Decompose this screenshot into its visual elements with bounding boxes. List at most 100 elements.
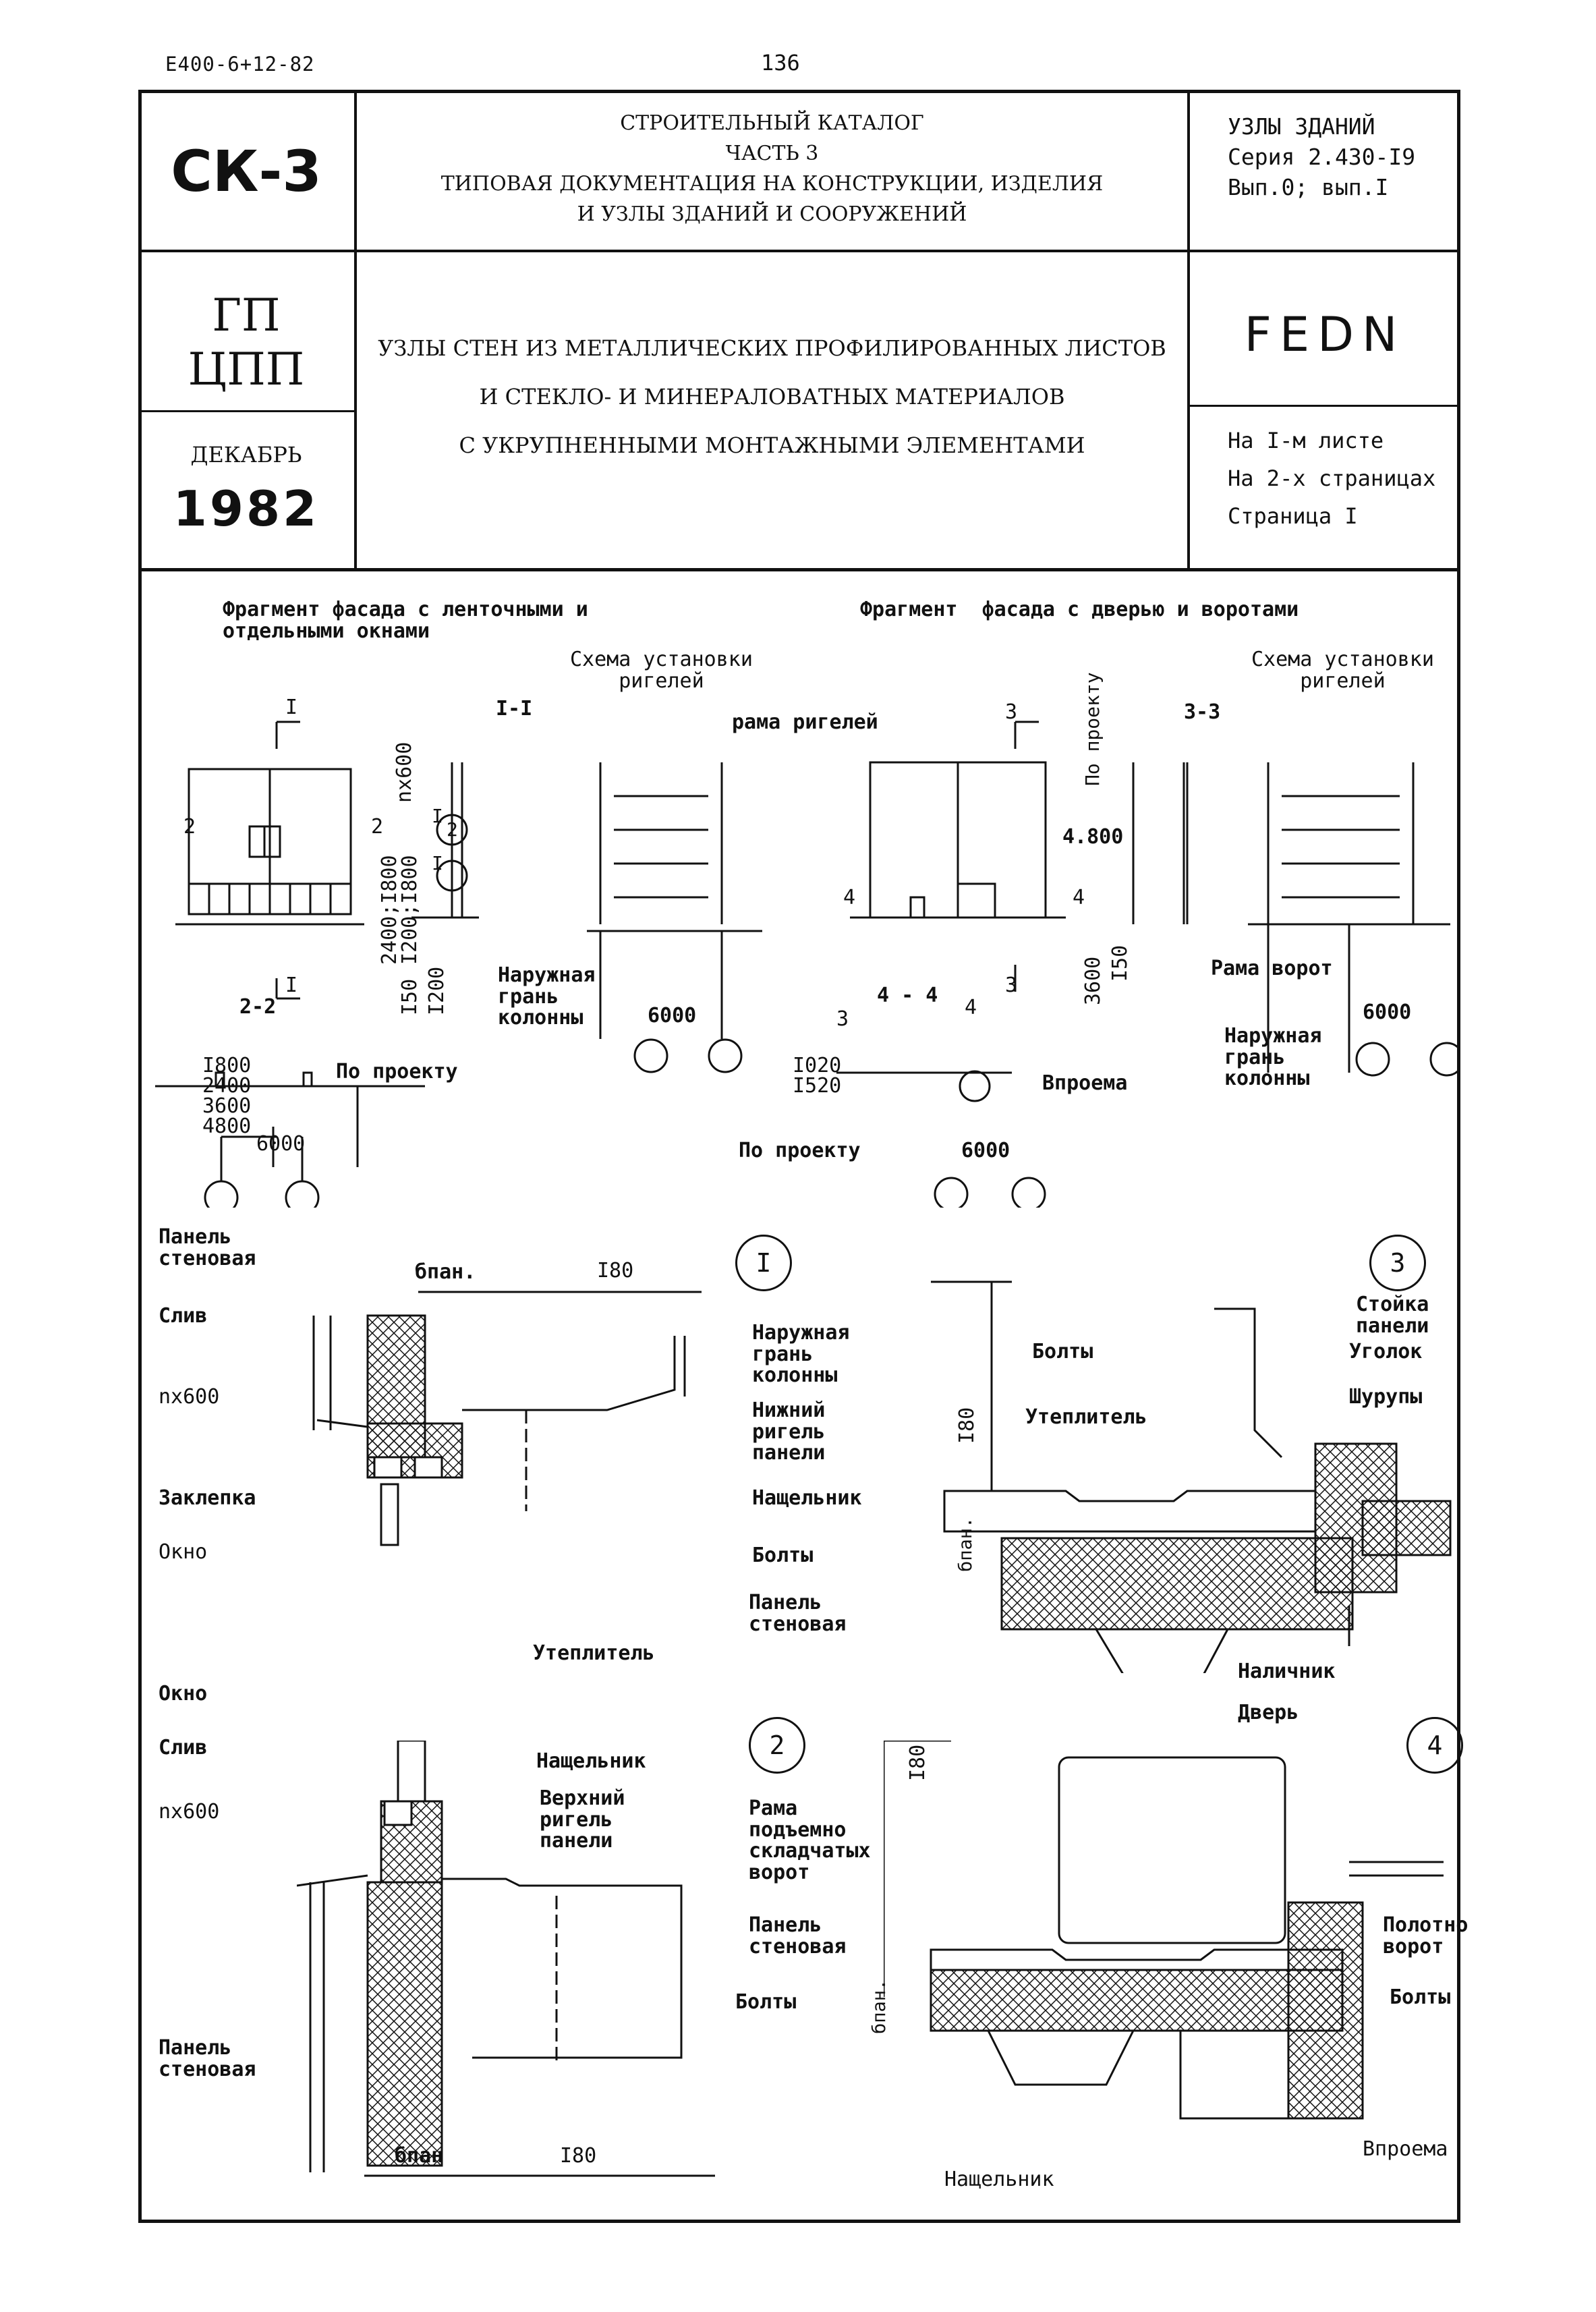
cut-mark-3-bottom: 3 (1005, 974, 1018, 997)
node-2-mark: 2 (447, 818, 458, 841)
node-1-d180: I80 (597, 1259, 634, 1282)
org-line: ГП (212, 289, 281, 341)
subject-line: И СТЕКЛО- И МИНЕРАЛОВАТНЫХ МАТЕРИАЛОВ (479, 384, 1065, 410)
sheet-frame (138, 90, 1460, 2223)
node-2-batten: Нащельник (536, 1749, 646, 1773)
sheet-count: На I-м листе (1228, 428, 1384, 453)
dim-nx600: nx600 (393, 741, 416, 803)
node-2-bpan: бпан (395, 2144, 444, 2168)
dim-150b: I50 (1108, 944, 1132, 982)
node-4-drawing (884, 1741, 1444, 2120)
node-3-circle: 3 (1369, 1235, 1426, 1291)
node-4-gate-leaf: Полотно ворот (1383, 1913, 1469, 1958)
title-vline-2 (1187, 90, 1190, 570)
section-i-i-label: I-I (496, 697, 533, 721)
node-4-bpan: бпан. (869, 1979, 890, 2034)
org-line: ЦПП (188, 343, 305, 395)
facade-right-drawing (836, 721, 1457, 1208)
issue-month: ДЕКАБРЬ (190, 442, 302, 468)
node-4-batten: Нащельник (944, 2168, 1054, 2191)
node-1-nx600: nx600 (159, 1385, 220, 1409)
node-4-frame: Рама подъемно складчатых ворот (749, 1797, 871, 1884)
node-4-opening: Впроема (1363, 2137, 1448, 2161)
dims-left-stack: I800 2400 3600 4800 (202, 1054, 252, 1138)
node-4-circle: 4 (1406, 1717, 1463, 1774)
facade-left-drawing (155, 721, 762, 1208)
node-2-window: Окно (159, 1682, 208, 1705)
page-index: Страница I (1228, 503, 1358, 529)
node-3-number: 3 (1390, 1248, 1406, 1278)
title-divider-2 (138, 568, 1460, 571)
node-2-bolts: Болты (735, 1990, 797, 2014)
frame-girders-label: рама ригелей (732, 710, 878, 734)
node-3-bpan: бпан. (955, 1517, 976, 1572)
node-3-post: Стойка панели (1356, 1293, 1429, 1338)
cut-mark-2-left: 2 (183, 815, 196, 839)
node-2-drawing (297, 1741, 715, 2177)
insulation-label: Утеплитель (533, 1641, 655, 1665)
by-project-vertical: По проекту (1081, 672, 1104, 786)
node-1-circle: I (735, 1235, 792, 1291)
node-2-d180: I80 (560, 2144, 597, 2168)
facade-left-title: Фрагмент фасада с ленточными и отдельным… (223, 598, 588, 643)
section-4-4-label: 4 - 4 (877, 984, 938, 1007)
node-2-upper-girder: Верхний ригель панели (540, 1786, 625, 1853)
section-3-3-label: 3-3 (1184, 700, 1221, 724)
node-1-bpan: бпан. (415, 1260, 476, 1284)
node-1-lower-girder: Нижний ригель панели (752, 1399, 826, 1465)
node-3-drawing (931, 1280, 1452, 1673)
node-3-door: Дверь (1238, 1701, 1299, 1724)
title-divider-1 (138, 250, 1460, 252)
node-1-rivet: Заклепка (159, 1486, 256, 1510)
subject-line: УЗЛЫ СТЕН ИЗ МЕТАЛЛИЧЕСКИХ ПРОФИЛИРОВАНН… (378, 335, 1166, 361)
node-2-circle: 2 (749, 1717, 805, 1774)
node-3-angle: Уголок (1349, 1340, 1423, 1363)
section-2-2-label: 2-2 (239, 995, 277, 1019)
node-1-drawing (312, 1291, 702, 1546)
node-1-bolts: Болты (752, 1544, 814, 1567)
frame-gate-label: Рама ворот (1211, 957, 1333, 980)
title-divider-left (138, 410, 355, 412)
girder-scheme-title-1: Схема установки ригелей (570, 648, 753, 693)
title-vline-1 (354, 90, 357, 570)
sheet-info: На I-м листе На 2-х страницах Страница I (1228, 422, 1435, 535)
dims-door: I020 I520 (793, 1054, 842, 1098)
node-1-panel-label: Панель стеновая (159, 1225, 256, 1270)
node-3-trim: Наличник (1238, 1660, 1336, 1683)
node-1-mark-lower: I (432, 852, 443, 874)
node-3-bolts: Болты (1032, 1340, 1093, 1363)
node-2-panel: Панель стеновая (159, 2036, 256, 2081)
dim-1200: I200 (425, 966, 449, 1015)
issue-number: Вып.0; вып.I (1228, 174, 1389, 200)
section-4-4-mark-4: 4 (965, 996, 977, 1019)
facade-right-title: Фрагмент фасада с дверью и воротами (860, 598, 1299, 621)
node-4-panel: Панель стеновая (749, 1913, 847, 1958)
node-1-batten: Нащельник (752, 1486, 862, 1510)
doc-code: FEDN (1244, 307, 1406, 362)
section-info: УЗЛЫ ЗДАНИЙ Серия 2.430-I9 Вып.0; вып.I (1228, 111, 1415, 202)
catalog-title: СТРОИТЕЛЬНЫЙ КАТАЛОГ ЧАСТЬ 3 ТИПОВАЯ ДОК… (357, 108, 1187, 229)
catalog-title-line: ЧАСТЬ 3 (725, 142, 819, 165)
cut-mark-2-right: 2 (371, 815, 384, 839)
node-1-window: Окно (159, 1540, 208, 1564)
node-1-number: I (756, 1248, 772, 1278)
issue-year: 1982 (173, 480, 320, 537)
girder-scheme-title-2: Схема установки ригелей (1251, 648, 1434, 693)
series-number: Серия 2.430-I9 (1228, 144, 1416, 170)
node-2-drip: Слив (159, 1736, 208, 1759)
dim-3600: 3600 (1081, 956, 1105, 1005)
node-4-d180: I80 (906, 1744, 930, 1781)
node-1-mark: I (432, 805, 443, 827)
node-1-outer-face: Наружная грань колонны (752, 1321, 850, 1387)
dim-2400-1800: 2400;I800 (378, 855, 401, 965)
by-project-label-1: По проекту (336, 1060, 458, 1083)
dim-6000-scheme-2: 6000 (1363, 1000, 1412, 1024)
node-4-bolts: Болты (1390, 1985, 1451, 2009)
outer-face-column-1: Наружная грань колонны (498, 963, 596, 1030)
node-2-number: 2 (769, 1730, 785, 1760)
organization: ГП ЦПП (138, 289, 354, 397)
sheet-subject: УЗЛЫ СТЕН ИЗ МЕТАЛЛИЧЕСКИХ ПРОФИЛИРОВАНН… (357, 324, 1187, 470)
node-4-number: 4 (1427, 1730, 1443, 1760)
catalog-code: СК-3 (171, 138, 322, 204)
catalog-title-line: СТРОИТЕЛЬНЫЙ КАТАЛОГ (620, 111, 924, 135)
